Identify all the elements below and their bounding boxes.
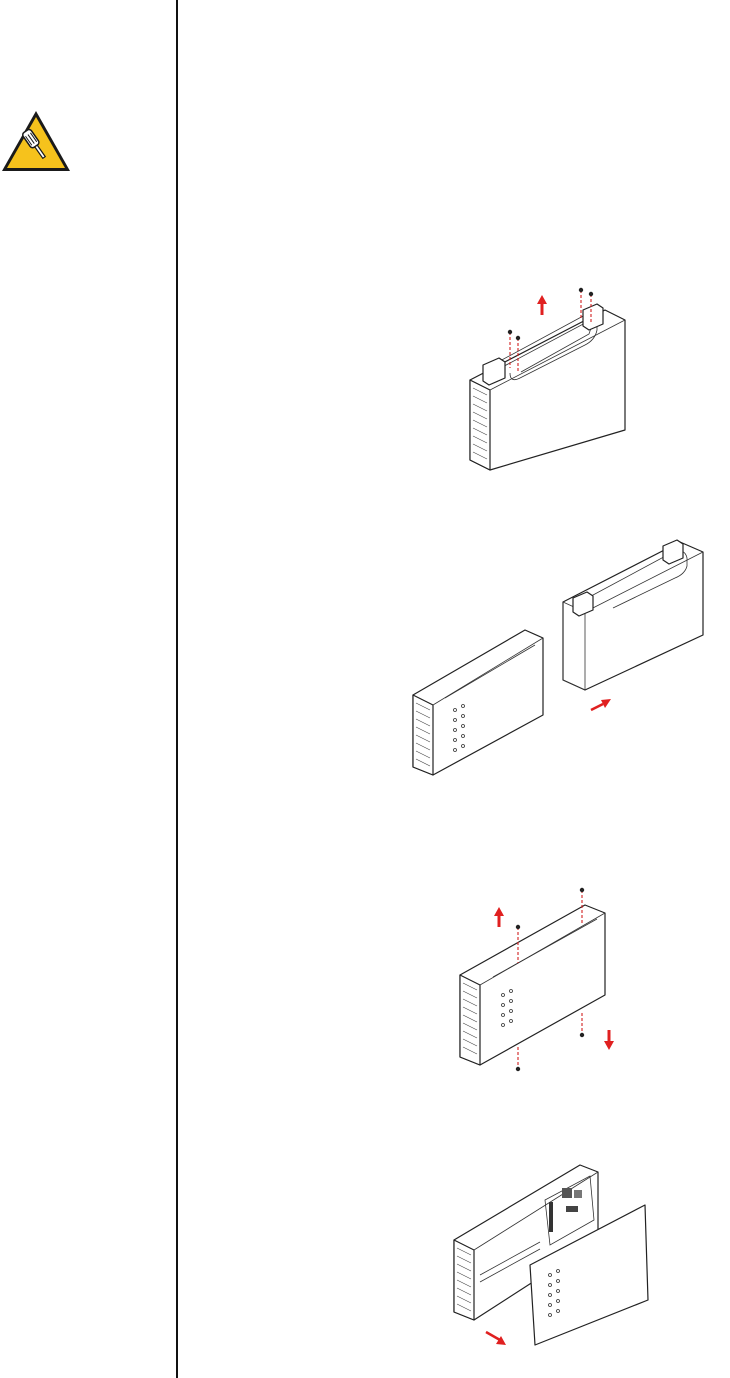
figure-slide-out-frame [405,530,705,780]
slide-arrow [591,699,611,710]
figure-enclosure-handle-screws [465,280,635,480]
down-arrow [604,1030,614,1050]
up-arrow [494,907,504,927]
sidebar-divider [176,0,178,1378]
slide-arrow [486,1332,506,1345]
lift-arrow [537,295,547,315]
figure-remove-cover [450,1160,660,1355]
figure-cover-screws [455,885,625,1080]
warning-screwdriver-icon [0,108,72,174]
